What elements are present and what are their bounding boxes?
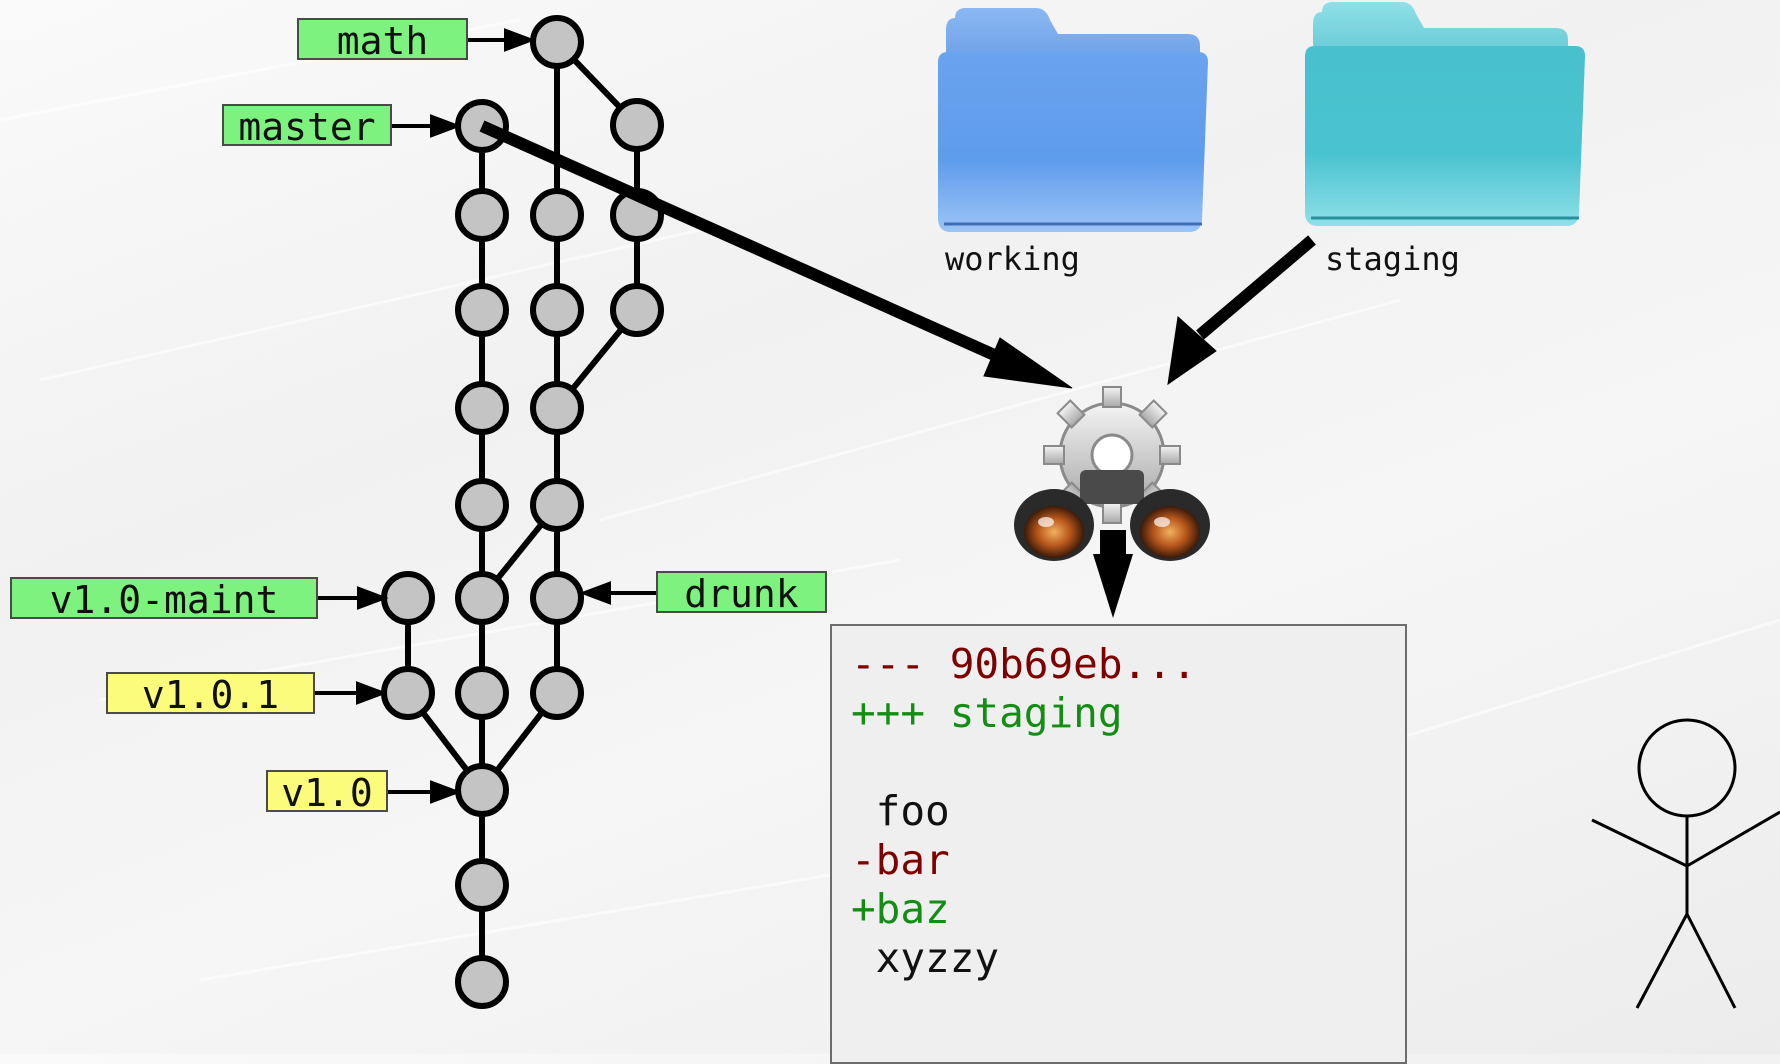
label-arrows [315,28,656,804]
commit-node [610,98,664,152]
diff-line [851,738,1405,787]
branch-label-master[interactable]: master [222,104,392,148]
tag-label-v1-0-1[interactable]: v1.0.1 [106,672,315,716]
commit-node [530,666,584,720]
diff-line: --- 90b69eb... [851,640,1197,688]
commit-node [455,571,509,625]
commit-node [381,571,435,625]
commit-nodes [381,15,664,1009]
working-folder-icon [938,8,1208,232]
staging-to-difftool-arrow [1196,235,1316,340]
branch-label-drunk[interactable]: drunk [656,571,827,615]
commit-node [455,283,509,337]
commit-node [530,188,584,242]
flow-arrows [479,120,1316,618]
diff-line: +++ staging [851,689,1123,737]
branch-label-math[interactable]: math [297,18,468,62]
commit-node [530,283,584,337]
diff-line: +baz [851,885,950,933]
commit-node [455,666,509,720]
commit-node [455,381,509,435]
commit-node [381,666,435,720]
working-folder-label: working [945,240,1080,278]
commit-node [455,763,509,817]
diff-line: foo [851,787,950,835]
staging-folder-label: staging [1325,240,1460,278]
binoculars-gear-icon [1014,386,1210,561]
commit-node [530,381,584,435]
commit-node [455,478,509,532]
branch-label-v1-0-maint[interactable]: v1.0-maint [10,577,318,621]
commit-node [455,955,509,1009]
commit-node [610,283,664,337]
staging-folder-icon [1305,2,1585,226]
diff-line: xyzzy [851,934,1000,982]
tag-label-v1-0[interactable]: v1.0 [266,770,388,814]
stick-figure-icon [1591,718,1780,1009]
commit-node [455,188,509,242]
diff-line: -bar [851,836,950,884]
commit-node [455,858,509,912]
commit-node [530,571,584,625]
commit-node [530,478,584,532]
commit-node [530,15,584,69]
master-to-difftool-arrow [479,120,1013,368]
diff-output-panel: --- 90b69eb... +++ staging foo -bar +baz… [830,624,1407,1064]
